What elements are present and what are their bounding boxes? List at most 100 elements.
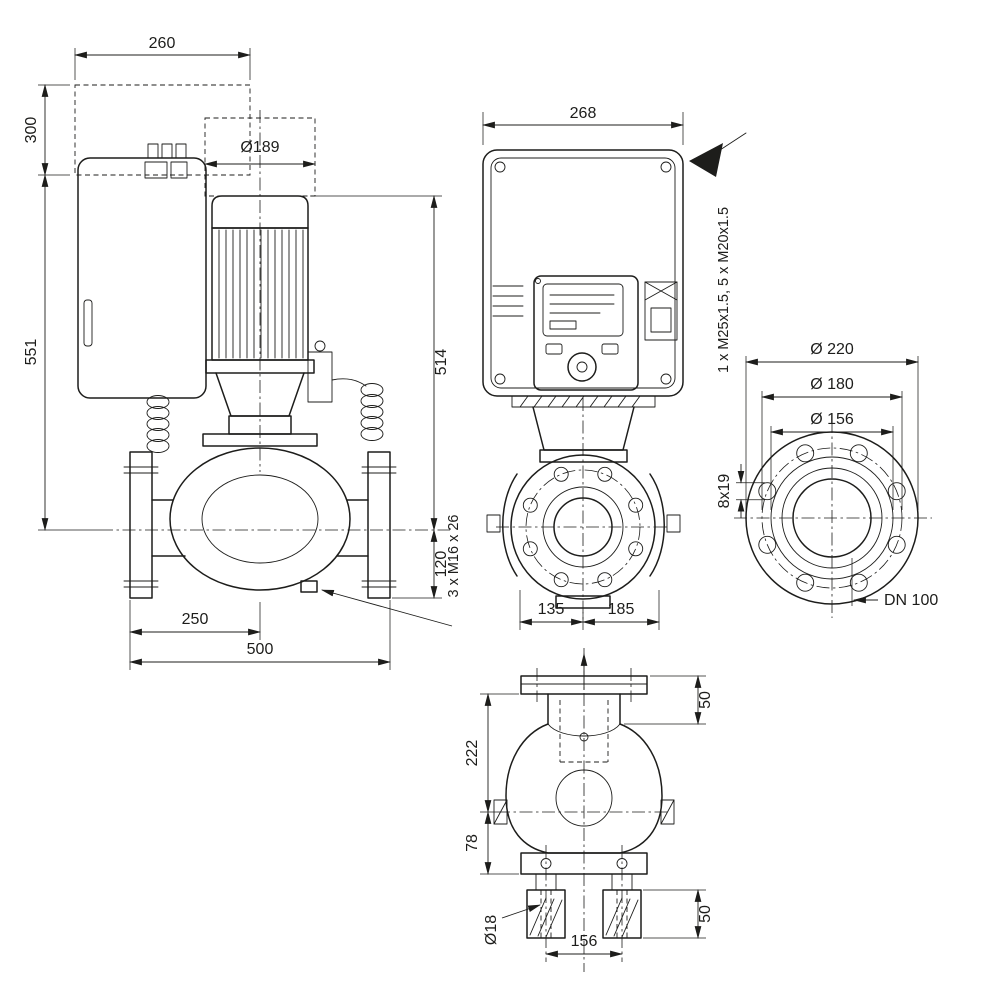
bolt-hole <box>553 466 569 482</box>
leader-arrow <box>501 904 542 919</box>
dim-outer-diameter: Ø 220 <box>744 341 920 510</box>
bottom-view: 50 222 78 50 Ø18 156 <box>464 648 714 972</box>
dim-label-bolt-holes: 8x19 <box>716 474 733 509</box>
dim-label-raised-face: Ø 156 <box>810 411 854 428</box>
bolt-hole <box>628 541 644 557</box>
extension-lines <box>770 426 894 510</box>
boss-hatch <box>493 799 675 825</box>
extension-lines <box>480 693 519 813</box>
module-swivel-outline <box>74 84 251 176</box>
dim-foot-hole-spacing: 156 <box>544 933 624 958</box>
housing-screw <box>660 373 672 385</box>
dim-top-width: 260 <box>73 35 252 80</box>
leader-line <box>320 589 453 627</box>
dim-label-module-width: 268 <box>570 105 597 122</box>
suction-flange <box>129 451 153 599</box>
module-terminal-block <box>144 161 168 179</box>
foot-pad-right <box>602 889 642 939</box>
connector-slot <box>650 307 672 333</box>
volute-inner <box>201 474 319 564</box>
gauge-port <box>579 732 589 742</box>
module-housing-inner <box>490 157 676 389</box>
discharge-flange <box>367 451 391 599</box>
dim-neck-to-axis: 222 <box>464 692 519 814</box>
dim-label-axis-to-base: 78 <box>464 834 481 852</box>
front-view: 1 x M25x1.5, 5 x M20x1.5 268 <box>481 105 747 630</box>
flange-bolt-centerlines <box>536 668 632 702</box>
dim-label-center-to-left: 135 <box>538 601 565 618</box>
dim-flange-to-neck: 50 <box>624 674 714 726</box>
motor-flange <box>205 359 315 374</box>
cable-gland-spec-label: 1 x M25x1.5, 5 x M20x1.5 <box>716 207 732 373</box>
dim-label-bolt-circle: Ø 180 <box>810 376 854 393</box>
mounting-plate-hatch <box>519 395 641 408</box>
coil-loop <box>360 405 384 419</box>
coil-lead <box>331 378 367 387</box>
control-knob-center <box>576 361 588 373</box>
callout-foot-hole: Ø18 <box>483 904 542 945</box>
cable-gland-stub <box>161 143 173 159</box>
side-plug-right <box>666 514 681 533</box>
dim-label-foot-height: 50 <box>697 905 714 923</box>
flange-detail-bolt-holes <box>758 444 906 592</box>
extension-lines <box>624 675 706 725</box>
foot-pad-hatch <box>529 897 639 938</box>
dim-center-to-right: 185 <box>581 590 661 630</box>
dim-height-to-axis: 551 <box>23 173 100 532</box>
coil-loop <box>146 439 170 453</box>
flange-bolts-right <box>361 466 397 588</box>
cable-coil-right <box>331 378 384 441</box>
bolt-hole <box>758 482 777 501</box>
coil-loop <box>146 406 170 420</box>
dim-label-flange-to-neck: 50 <box>697 691 714 709</box>
junction-box-knob <box>314 340 326 352</box>
housing-screw <box>494 161 506 173</box>
callout-plug-spec: 3 x M16 x 26 <box>320 514 462 627</box>
dim-label-module-height: 300 <box>23 117 40 144</box>
bolt-hole <box>796 573 815 592</box>
gland-leader-arrow <box>689 143 723 177</box>
connector-module <box>644 281 678 341</box>
hidden-bore <box>559 700 609 763</box>
cable-gland-stub <box>147 143 159 159</box>
dim-foot-height: 50 <box>643 888 714 940</box>
control-knob <box>567 352 597 382</box>
coil-loop <box>146 417 170 431</box>
housing-screw <box>494 373 506 385</box>
bolt-hole <box>796 444 815 463</box>
motor-fins <box>218 229 304 359</box>
dim-label-motor-assembly-height: 514 <box>433 349 450 376</box>
dim-flange-to-flange: 500 <box>128 600 392 670</box>
display-screen <box>542 283 624 337</box>
extension-lines <box>482 112 684 145</box>
bolt-hole <box>522 541 538 557</box>
flange-view: Ø 220 Ø 180 Ø 156 8x19 DN 100 <box>716 341 938 618</box>
dim-module-height: 300 <box>23 83 70 177</box>
dim-label-outer-diameter: Ø 220 <box>810 341 854 358</box>
cable-gland-stub <box>175 143 187 159</box>
lantern-front <box>532 406 635 451</box>
status-led <box>535 278 541 284</box>
foot-centerlines <box>545 845 623 962</box>
dim-label-neck-to-axis: 222 <box>464 740 481 767</box>
display-value-box <box>549 320 577 330</box>
bolt-hole <box>597 572 613 588</box>
coil-loop <box>360 394 384 408</box>
module-side-latch <box>83 299 93 347</box>
body-throat <box>547 723 621 737</box>
coil-loop <box>146 395 170 409</box>
dim-label-motor-diameter: Ø189 <box>240 139 279 156</box>
control-module <box>77 157 207 399</box>
pump-top-flange <box>202 433 318 447</box>
dim-axis-to-flange: 250 <box>128 600 262 640</box>
gland-leader-tail <box>719 132 747 151</box>
side-view: 260 300 551 Ø189 514 120 3 x M16 x <box>23 35 462 670</box>
foot-pad-left <box>526 889 566 939</box>
nominal-bore-label: DN 100 <box>884 592 938 609</box>
vent-slots <box>492 285 524 317</box>
module-terminal-block <box>170 161 188 179</box>
flange-bolt-holes <box>522 466 644 588</box>
dim-label-foot-hole-spacing: 156 <box>571 933 598 950</box>
bolt-hole <box>522 497 538 513</box>
